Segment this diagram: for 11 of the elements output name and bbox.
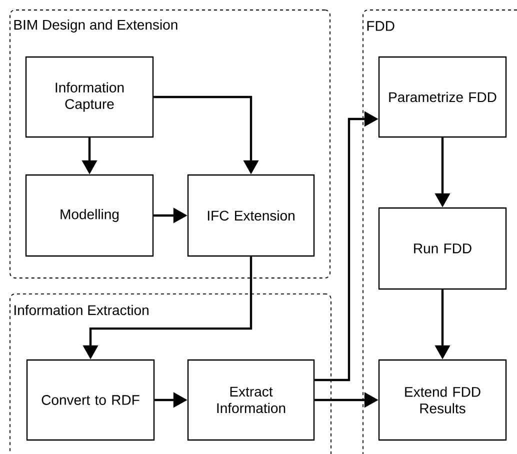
group-heading: Information Extraction xyxy=(14,304,148,316)
process-box: Convert to RDF xyxy=(26,359,155,441)
process-box: Information Capture xyxy=(25,56,154,138)
process-box: Extend FDD Results xyxy=(378,359,507,441)
process-box: Run FDD xyxy=(378,207,507,290)
process-box: IFC Extension xyxy=(187,174,315,257)
process-box: Parametrize FDD xyxy=(378,56,507,138)
process-box: Extract Information xyxy=(187,359,315,441)
group-heading: BIM Design and Extension xyxy=(14,19,178,32)
process-box: Modelling xyxy=(25,174,154,257)
group-heading: FDD xyxy=(367,21,394,31)
